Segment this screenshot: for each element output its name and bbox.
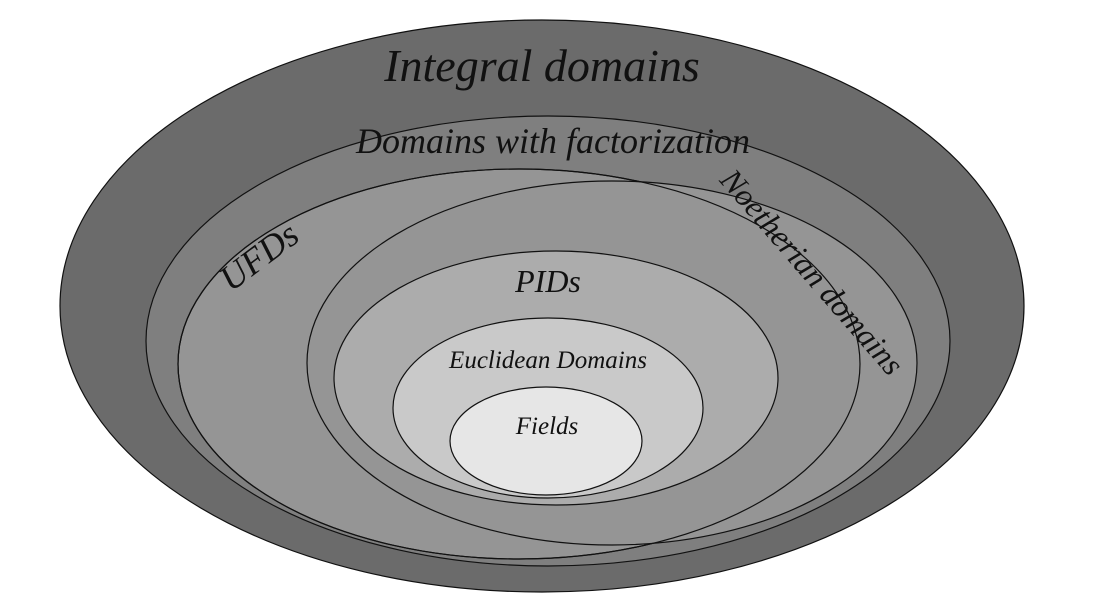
fields-label: Fields [515,413,579,440]
domains-with-factorization-label: Domains with factorization [355,121,750,161]
ufds-outline [177,168,861,560]
fields-ellipse [449,386,643,496]
integral-domains-label: Integral domains [383,40,700,91]
pids-label: PIDs [514,263,581,299]
euclidean-domains-label: Euclidean Domains [448,347,647,374]
